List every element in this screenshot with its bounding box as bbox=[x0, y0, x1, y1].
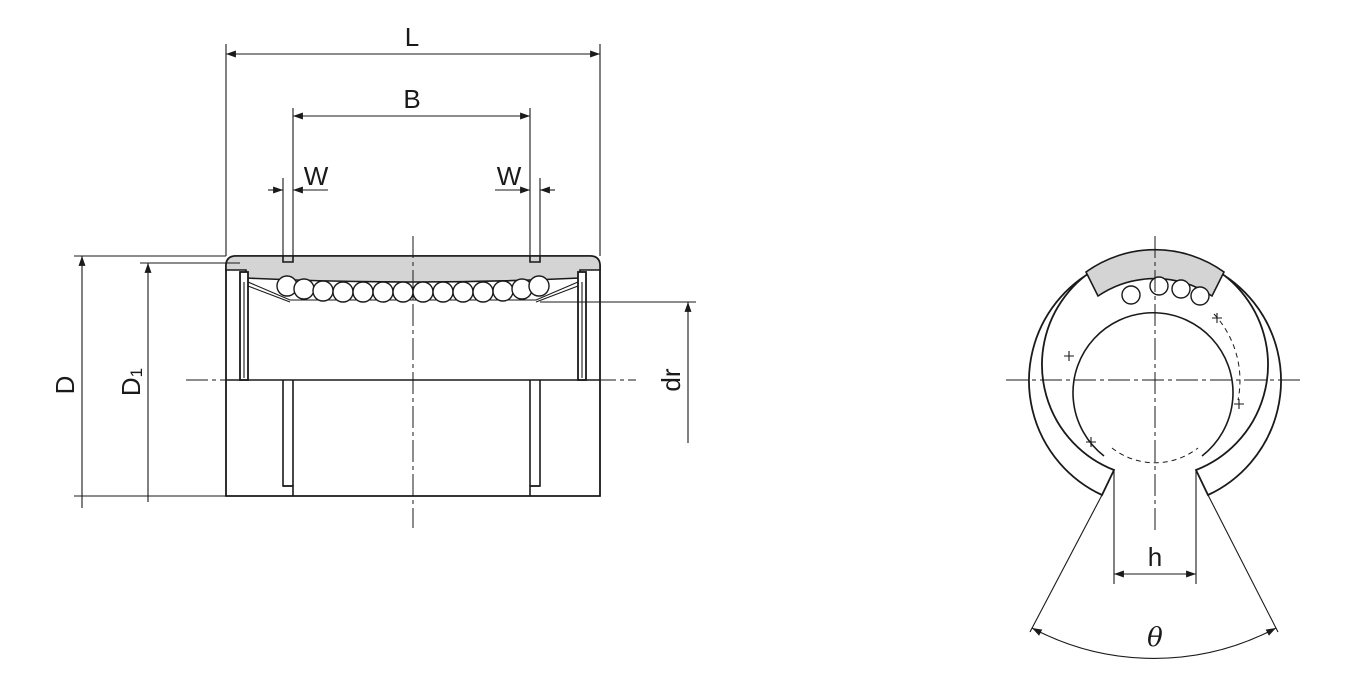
retainer-marks bbox=[1064, 313, 1244, 447]
end-seal-right bbox=[577, 271, 587, 381]
groove-left bbox=[282, 256, 294, 263]
ball bbox=[293, 278, 315, 300]
front-view: h θ bbox=[1006, 236, 1302, 659]
label-W-left: W bbox=[304, 161, 329, 191]
side-view: L B W W D D1 dr bbox=[50, 22, 696, 528]
end-seal-left bbox=[239, 271, 249, 381]
ball-row bbox=[276, 275, 550, 303]
ball bbox=[452, 281, 474, 303]
label-theta: θ bbox=[1147, 623, 1163, 653]
ball bbox=[392, 281, 414, 303]
ball bbox=[352, 281, 374, 303]
inner-bore bbox=[1072, 311, 1234, 457]
label-h: h bbox=[1148, 542, 1162, 572]
label-L: L bbox=[405, 22, 419, 52]
angle-arc-theta bbox=[1031, 627, 1277, 659]
ball bbox=[528, 275, 550, 297]
label-D: D bbox=[50, 376, 80, 395]
ball bbox=[332, 281, 354, 303]
label-B: B bbox=[403, 84, 420, 114]
label-D1: D1 bbox=[116, 368, 146, 396]
label-W-right: W bbox=[497, 161, 522, 191]
ball bbox=[432, 281, 454, 303]
groove-right bbox=[529, 256, 541, 263]
ball bbox=[472, 281, 494, 303]
ball bbox=[492, 280, 514, 302]
ball bbox=[412, 281, 434, 303]
label-dr: dr bbox=[656, 368, 686, 391]
ball bbox=[372, 281, 394, 303]
ball bbox=[312, 280, 334, 302]
